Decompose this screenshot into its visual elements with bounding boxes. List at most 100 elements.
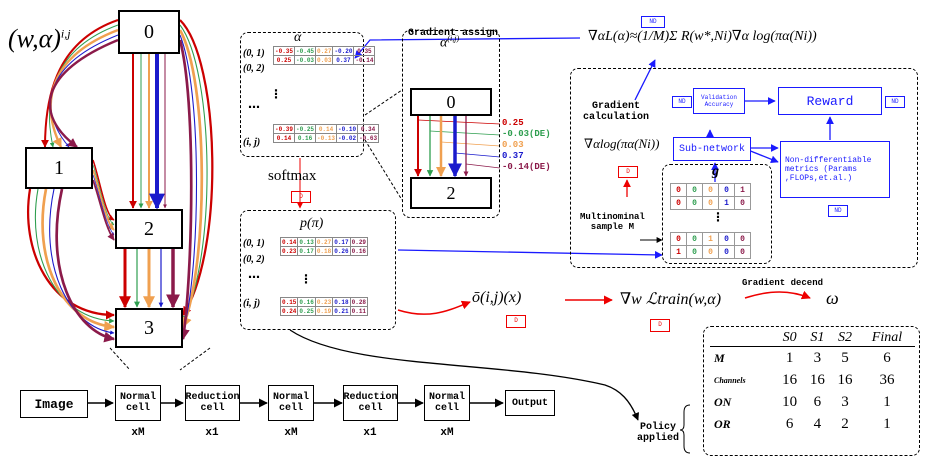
gradient-calculation-label: Gradient calculation [583,101,650,123]
reduction-cell-2: Reduction cell [343,385,398,421]
g-cell: 0 [734,232,751,246]
g-cell: 0 [702,183,719,197]
softmax-label: softmax [268,168,317,184]
alpha-ij-leader [465,163,501,169]
value-cell: 0.37 [332,55,355,65]
row-label: ON [714,394,732,409]
value-cell: 0.14 [272,133,296,143]
value-cell: 0.25 [297,306,316,316]
value-cell: -0.20 [332,46,355,56]
table-cell: 10 [782,393,798,410]
value-cell: 0.19 [314,306,334,316]
ellipsis: ⋮ [712,210,724,224]
dag-edge [41,188,116,332]
alpha-ij-bottom-node: 2 [410,177,492,209]
omega-symbol: ω [826,288,839,308]
alpha-row-label: (i, j) [243,137,261,148]
value-cell: 0.13 [297,237,316,247]
table-cell: 16 [782,371,798,388]
alpha-ij-leader [440,141,501,147]
value-cell: 0.26 [332,246,351,256]
formula-top: ∇αL(α)≈(1/M)Σ R(w*,Ni)∇α log(πα(Ni)) [588,29,817,44]
dag-edge [26,188,115,320]
g-cell: 1 [702,232,719,246]
value-cell: 0.23 [279,246,299,256]
value-cell: 0.14 [315,124,338,134]
value-cell: 0.14 [279,237,299,247]
table-cell: 1 [883,393,891,410]
dag-edge [179,19,214,316]
value-cell: 0.35 [353,46,376,56]
g-cell: 1 [734,183,751,197]
validation-accuracy-box: Validation Accuracy [693,88,745,114]
subnetwork-box: Sub-network [673,137,751,161]
nd-tag: ND [641,16,665,28]
reduction-cell-1-repeat: x1 [205,427,219,439]
dag-edges [26,19,214,343]
value-cell: -0.13 [315,133,338,143]
grad-train-formula: ∇w ℒtrain(w,α) [620,291,722,308]
value-cell: 0.18 [332,297,351,307]
normal-cell-2-repeat: xM [284,427,298,439]
reward-box: Reward [778,87,882,115]
g-cell: 0 [734,196,751,210]
d-tag: D [618,166,638,178]
value-cell: -0.02 [336,133,359,143]
cell-label: (w,α)i,j [8,24,71,53]
node-2: 2 [115,209,183,249]
d-tag: D [291,191,311,203]
table-cell: 3 [813,349,822,366]
alpha-ij-value: 0.25 [502,118,524,128]
g-cell: 0 [686,232,703,246]
d-tag: D [506,315,526,328]
value-cell: 0.17 [332,237,351,247]
g-label: g [712,164,719,179]
column-header [710,330,776,347]
reward-panel [570,68,918,268]
ellipsis: ⋯ [248,270,260,284]
alpha-panel [240,32,364,157]
dag-edge [92,174,115,236]
gradient-assign-label: Gradient assign [408,28,499,39]
reduction-cell-1: Reduction cell [185,385,240,421]
stage-table-panel [703,326,920,456]
normal-cell-1-repeat: xM [131,427,145,439]
p-panel [240,210,396,330]
g-cell: 1 [718,196,735,210]
p-row-label: (i, j) [243,298,261,309]
g-cell: 0 [670,183,687,197]
dag-edge [92,179,115,241]
node-3: 3 [115,308,183,348]
value-cell: 0.34 [357,124,380,134]
value-cell: 0.03 [315,55,334,65]
column-header: S2 [831,330,859,347]
non-differentiable-box: Non-differentiable metrics (Params ,FLOP… [780,141,890,198]
table-cell: 16 [837,371,853,388]
alpha-panel-title: α [294,30,302,45]
value-cell: 0.25 [272,55,296,65]
value-cell: 0.21 [332,306,351,316]
ellipsis: ⋯ [248,100,260,114]
value-cell: 0.29 [349,237,369,247]
value-cell: -0.03 [294,55,317,65]
g-cell: 0 [702,245,719,259]
alpha-ij-panel [402,30,500,218]
policy-applied-label: Policy applied [637,422,680,444]
dag-edge [55,188,116,343]
value-cell: 0.16 [349,246,369,256]
alpha-ij-value: -0.03(DE) [502,129,551,139]
